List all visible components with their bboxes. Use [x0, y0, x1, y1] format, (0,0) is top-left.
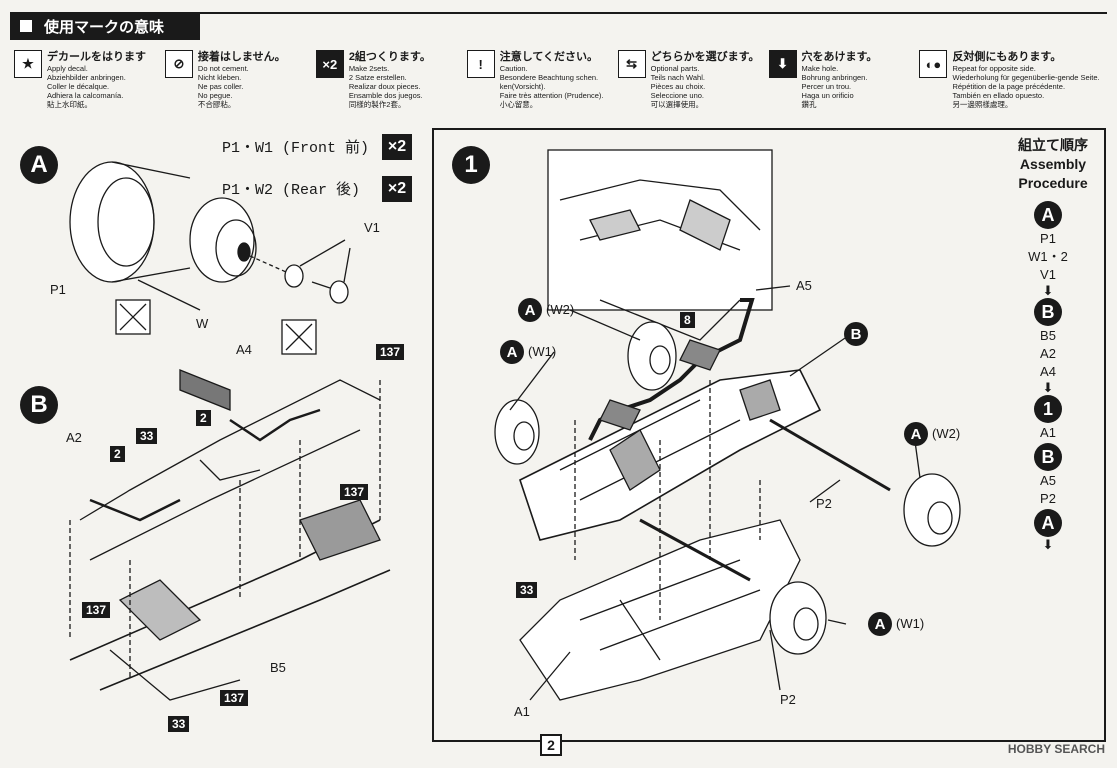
optional-parts-icon: ⇆ — [617, 50, 646, 78]
down-arrow-icon: ⬇ — [1042, 537, 1054, 552]
final-chassis-illustration — [519, 149, 891, 701]
part-label-p1: P1 — [50, 282, 66, 297]
tire-illustration — [69, 161, 351, 311]
decal-icon: ★ — [14, 50, 42, 78]
step-b-badge: B — [20, 386, 58, 424]
step-a-rear-parts: P1・W2 (Rear 後) — [222, 182, 361, 199]
part-label-a5: A5 — [796, 278, 812, 293]
callout-text: (W1) — [896, 616, 925, 631]
callout-text: (W2) — [932, 426, 961, 441]
procedure-step-badge: B — [1034, 298, 1062, 326]
callout-badge: A — [500, 340, 524, 364]
color-number: 33 — [516, 582, 538, 598]
step-1-badge: 1 — [452, 146, 490, 184]
make-hole-icon: ⬇ — [768, 50, 797, 78]
part-label-b5: B5 — [270, 660, 286, 675]
callout-badge: A — [904, 422, 928, 446]
color-number: 2 — [196, 410, 211, 426]
no-cement-icon: ⊘ — [164, 50, 193, 78]
callout-badge: A — [518, 298, 542, 322]
part-label-p2: P2 — [816, 496, 832, 511]
opposite-side-icon: ◐● — [919, 50, 948, 78]
caution-icon: ! — [466, 50, 495, 78]
callout-badge: A — [868, 612, 892, 636]
color-number: 33 — [168, 716, 190, 732]
legend-item-no-cement: ⊘ 接着はしません。 Do not cement.Nicht kleben.Ne… — [164, 50, 310, 109]
step-a-badge: A — [20, 146, 58, 184]
down-arrow-icon: ⬇ — [1042, 283, 1054, 298]
down-arrow-icon: ⬇ — [1042, 380, 1054, 395]
color-number: 137 — [220, 690, 249, 706]
chassis-frame-illustration — [69, 369, 391, 701]
color-number: 137 — [376, 344, 405, 360]
subassembly-b-badge: B — [844, 322, 868, 346]
color-number: 33 — [136, 428, 158, 444]
symbol-legend: ★ デカールをはります Apply decal.Abziehbilder anb… — [14, 50, 1109, 109]
part-label-w: W — [196, 316, 209, 331]
procedure-step-badge: A — [1034, 509, 1062, 537]
legend-item-optional-parts: ⇆ どちらかを選びます。 Optional parts.Teils nach W… — [617, 50, 763, 109]
part-label-a2: A2 — [66, 430, 82, 445]
color-number: 137 — [340, 484, 369, 500]
color-number: 2 — [110, 446, 125, 462]
legend-item-make-hole: ⬇ 穴をあけます。 Make hole.Bohrung anbringen.Pe… — [768, 50, 914, 109]
part-label-v1: V1 — [364, 220, 380, 235]
part-label-a1: A1 — [514, 704, 530, 719]
step-1-panel — [432, 128, 1106, 742]
color-number: 137 — [82, 602, 111, 618]
procedure-step-badge: A — [1034, 201, 1062, 229]
legend-item-opposite-side: ◐● 反対側にもあります。 Repeat for opposite side.W… — [919, 50, 1103, 109]
callout-text: (W1) — [528, 344, 557, 359]
part-label-p2: P2 — [780, 692, 796, 707]
legend-header: 使用マークの意味 — [10, 12, 200, 40]
assembly-procedure-list: A P1 W1・2 V1 ⬇ B B5 A2 A4 ⬇ 1 A1 B A5 P2… — [1020, 200, 1076, 551]
legend-item-caution: ! 注意してください。 Caution.Besondere Beachtung … — [466, 50, 612, 109]
part-label-a4: A4 — [236, 342, 252, 357]
callout-text: (W2) — [546, 302, 575, 317]
watermark: HOBBY SEARCH — [1007, 742, 1105, 756]
make-2-sets-icon: ×2 — [382, 176, 412, 202]
color-number: 8 — [680, 312, 695, 328]
header-rule — [200, 12, 1107, 14]
make-2-sets-icon: ×2 — [382, 134, 412, 160]
procedure-step-badge: 1 — [1034, 395, 1062, 423]
page-number: 2 — [540, 734, 562, 756]
legend-item-decal: ★ デカールをはります Apply decal.Abziehbilder anb… — [14, 50, 159, 109]
make-2-sets-icon: ×2 — [315, 50, 344, 78]
procedure-step-badge: B — [1034, 443, 1062, 471]
legend-title: デカールをはります — [47, 51, 146, 63]
step-a-front-parts: P1・W1 (Front 前) — [222, 140, 370, 157]
legend-item-make-2-sets: ×2 2組つくります。 Make 2sets.2 Satze erstellen… — [315, 50, 461, 109]
assembly-procedure-title: 組立て順序 Assembly Procedure — [1018, 137, 1088, 191]
